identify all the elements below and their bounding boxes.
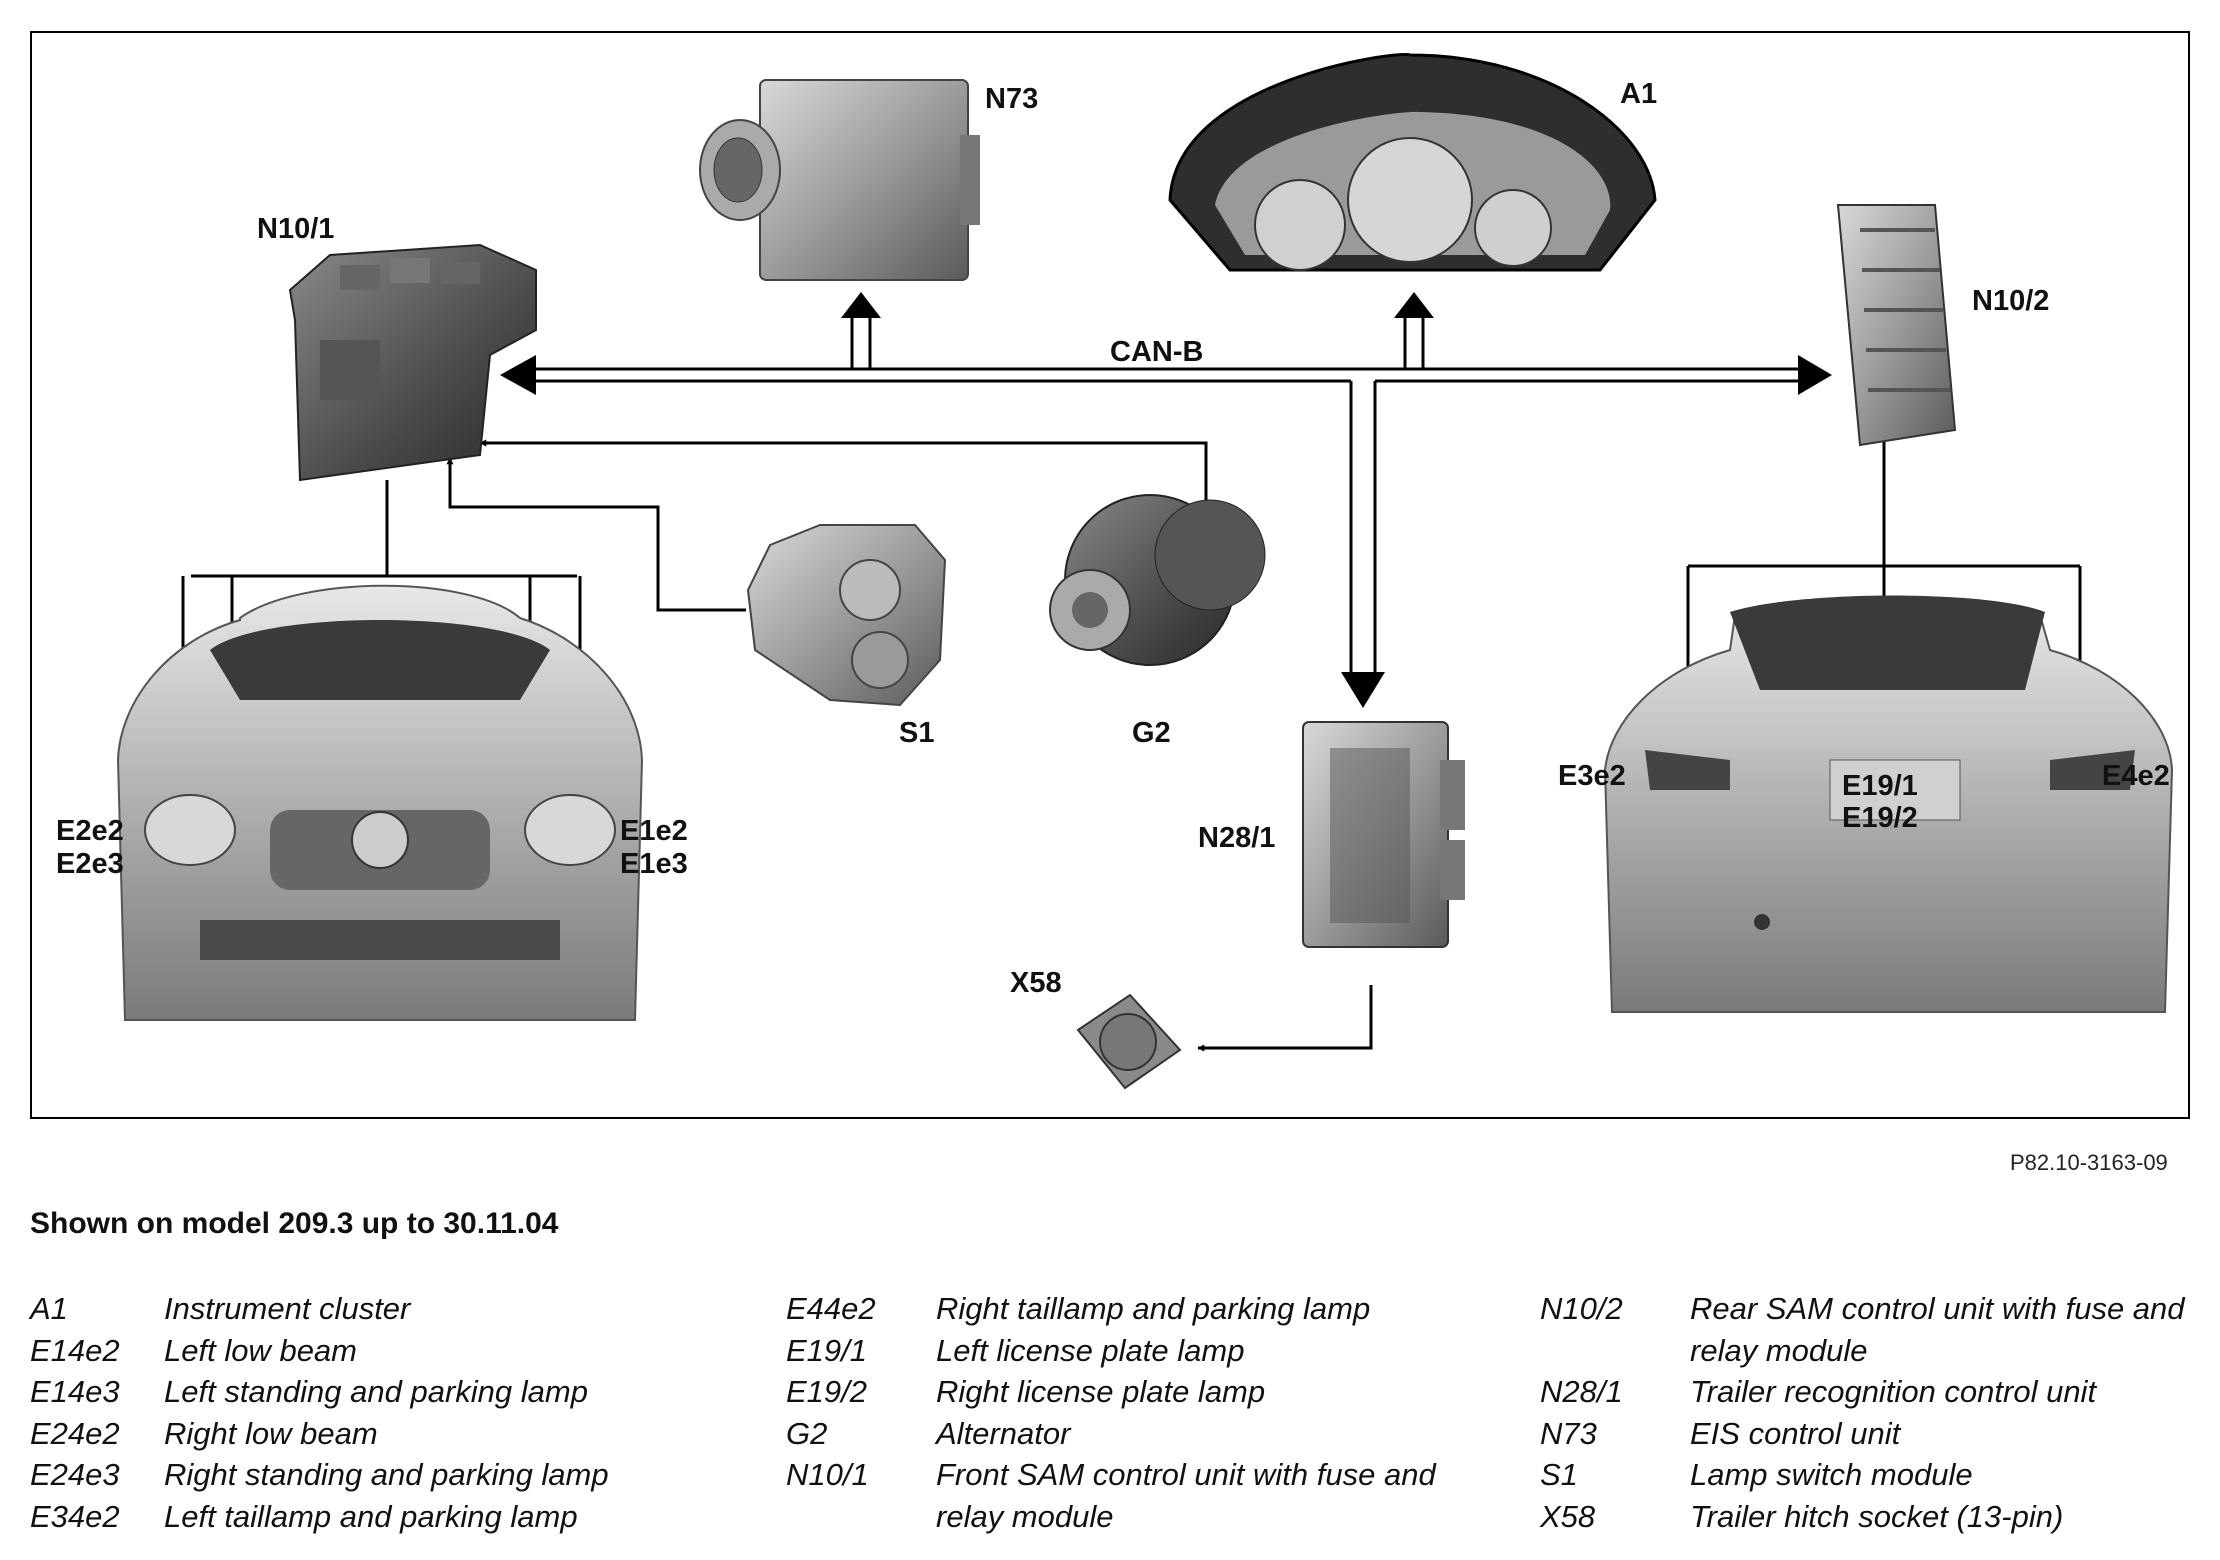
legend-desc: Left low beam bbox=[164, 1332, 357, 1368]
legend-desc: Lamp switch module bbox=[1690, 1457, 1973, 1492]
label-e2e3: E2e3 bbox=[56, 848, 124, 880]
legend-item: E24e2 Right low beam bbox=[30, 1413, 730, 1455]
rear-car-view bbox=[1603, 595, 2174, 1013]
legend-code: E24e3 bbox=[30, 1457, 120, 1492]
legend-desc: Front SAM control unit with fuse and rel… bbox=[936, 1457, 1436, 1534]
label-n28-1: N28/1 bbox=[1198, 822, 1275, 854]
s1-lamp-switch-module bbox=[746, 524, 947, 707]
legend-code: N28/1 bbox=[1540, 1374, 1623, 1409]
arrow-to-n28-1 bbox=[1341, 672, 1385, 708]
legend-desc: Left license plate lamp bbox=[936, 1332, 1245, 1368]
legend-code: G2 bbox=[786, 1415, 828, 1451]
legend-desc: Right license plate lamp bbox=[936, 1374, 1266, 1409]
legend-desc: Left taillamp and parking lamp bbox=[164, 1498, 578, 1534]
arrow-to-n10-1 bbox=[500, 355, 536, 395]
tach-gauge bbox=[1254, 179, 1346, 271]
legend-code: N10/1 bbox=[786, 1457, 869, 1492]
label-n10-2: N10/2 bbox=[1972, 285, 2049, 317]
legend-code: E19/1 bbox=[786, 1332, 868, 1368]
x58-trailer-hitch-socket bbox=[1076, 993, 1182, 1090]
left-headlamp bbox=[144, 794, 236, 866]
legend-code: E24e2 bbox=[30, 1415, 120, 1451]
legend-code: E34e2 bbox=[30, 1498, 120, 1534]
label-n73: N73 bbox=[985, 83, 1038, 115]
label-e19-2: E19/2 bbox=[1842, 802, 1918, 834]
legend-desc: Instrument cluster bbox=[164, 1291, 411, 1326]
bus-arrowheads bbox=[500, 292, 1832, 708]
legend-desc: Alternator bbox=[936, 1415, 1071, 1451]
legend-code: N73 bbox=[1540, 1415, 1597, 1451]
right-headlamp bbox=[524, 794, 616, 866]
label-g2: G2 bbox=[1132, 717, 1171, 749]
legend-desc: Trailer recognition control unit bbox=[1690, 1374, 2097, 1409]
a1-instrument-cluster bbox=[1168, 53, 1657, 272]
label-s1: S1 bbox=[899, 717, 934, 749]
legend-code: E14e2 bbox=[30, 1332, 120, 1368]
label-e4e2: E4e2 bbox=[2102, 760, 2170, 792]
n73-eis-unit bbox=[699, 79, 980, 281]
label-e19-1: E19/1 bbox=[1842, 770, 1918, 802]
legend-item: X58 Trailer hitch socket (13-pin) bbox=[1540, 1496, 2200, 1538]
label-x58: X58 bbox=[1010, 967, 1062, 999]
legend-item: N10/1 Front SAM control unit with fuse an… bbox=[786, 1454, 1486, 1537]
legend-item: E14e3 Left standing and parking lamp bbox=[30, 1371, 730, 1413]
label-e3e2: E3e2 bbox=[1558, 760, 1626, 792]
legend-item: E19/1 Left license plate lamp bbox=[786, 1330, 1486, 1372]
legend-column-2: E44e2 Right taillamp and parking lamp E19… bbox=[786, 1288, 1486, 1537]
label-n10-1: N10/1 bbox=[257, 213, 334, 245]
legend-desc: Right standing and parking lamp bbox=[164, 1457, 609, 1492]
legend-code: S1 bbox=[1540, 1457, 1578, 1492]
label-a1: A1 bbox=[1620, 78, 1657, 110]
front-car-view bbox=[116, 584, 644, 1021]
n10-1-front-sam-unit bbox=[288, 243, 537, 482]
bus-label: CAN-B bbox=[1110, 336, 1203, 368]
can-b-bus bbox=[536, 318, 1804, 672]
legend-item: E14e2 Left low beam bbox=[30, 1330, 730, 1372]
legend-item: N28/1 Trailer recognition control unit bbox=[1540, 1371, 2200, 1413]
legend-item: N10/2 Rear SAM control unit with fuse and… bbox=[1540, 1288, 2200, 1371]
label-e1e3: E1e3 bbox=[620, 848, 688, 880]
legend-desc: Rear SAM control unit with fuse and rela… bbox=[1690, 1291, 2185, 1368]
legend-code: E14e3 bbox=[30, 1374, 120, 1409]
label-e1e2: E1e2 bbox=[620, 815, 688, 847]
arrow-to-n10-2 bbox=[1798, 355, 1832, 395]
figure-caption: Shown on model 209.3 up to 30.11.04 bbox=[30, 1207, 559, 1240]
legend-desc: EIS control unit bbox=[1690, 1415, 1901, 1451]
legend-code: E44e2 bbox=[786, 1291, 876, 1326]
figure-reference-code: P82.10-3163-09 bbox=[2010, 1150, 2168, 1175]
legend-item: S1 Lamp switch module bbox=[1540, 1454, 2200, 1496]
arrow-to-n73 bbox=[841, 292, 881, 318]
legend-item: N73 EIS control unit bbox=[1540, 1413, 2200, 1455]
legend-desc: Right low beam bbox=[164, 1415, 378, 1451]
legend-item: A1 Instrument cluster bbox=[30, 1288, 730, 1330]
legend-code: A1 bbox=[30, 1291, 68, 1326]
label-e2e2: E2e2 bbox=[56, 815, 124, 847]
legend-code: N10/2 bbox=[1540, 1291, 1623, 1326]
legend-desc: Left standing and parking lamp bbox=[164, 1374, 588, 1409]
wiring-diagram: CAN-B N10/1 N73 A1 N10/2 S1 G2 N28/1 X58… bbox=[30, 31, 2190, 1119]
n28-1-trailer-recognition-unit bbox=[1302, 721, 1465, 948]
fuel-gauge bbox=[1474, 189, 1552, 267]
legend-desc: Trailer hitch socket (13-pin) bbox=[1690, 1498, 2064, 1534]
legend-desc: Right taillamp and parking lamp bbox=[936, 1291, 1371, 1326]
legend-item: G2 Alternator bbox=[786, 1413, 1486, 1455]
arrow-to-a1 bbox=[1394, 292, 1434, 318]
legend-code: E19/2 bbox=[786, 1374, 868, 1409]
legend-item: E34e2 Left taillamp and parking lamp bbox=[30, 1496, 730, 1538]
legend-item: E44e2 Right taillamp and parking lamp bbox=[786, 1288, 1486, 1330]
legend-code: X58 bbox=[1540, 1498, 1596, 1534]
legend-item: E19/2 Right license plate lamp bbox=[786, 1371, 1486, 1413]
legend-item: E24e3 Right standing and parking lamp bbox=[30, 1454, 730, 1496]
speedometer-gauge bbox=[1347, 137, 1473, 263]
n10-2-rear-sam-unit bbox=[1836, 204, 1957, 447]
g2-alternator bbox=[1049, 494, 1266, 666]
signal-lines bbox=[446, 439, 1373, 1052]
legend-column-3: N10/2 Rear SAM control unit with fuse and… bbox=[1540, 1288, 2200, 1537]
